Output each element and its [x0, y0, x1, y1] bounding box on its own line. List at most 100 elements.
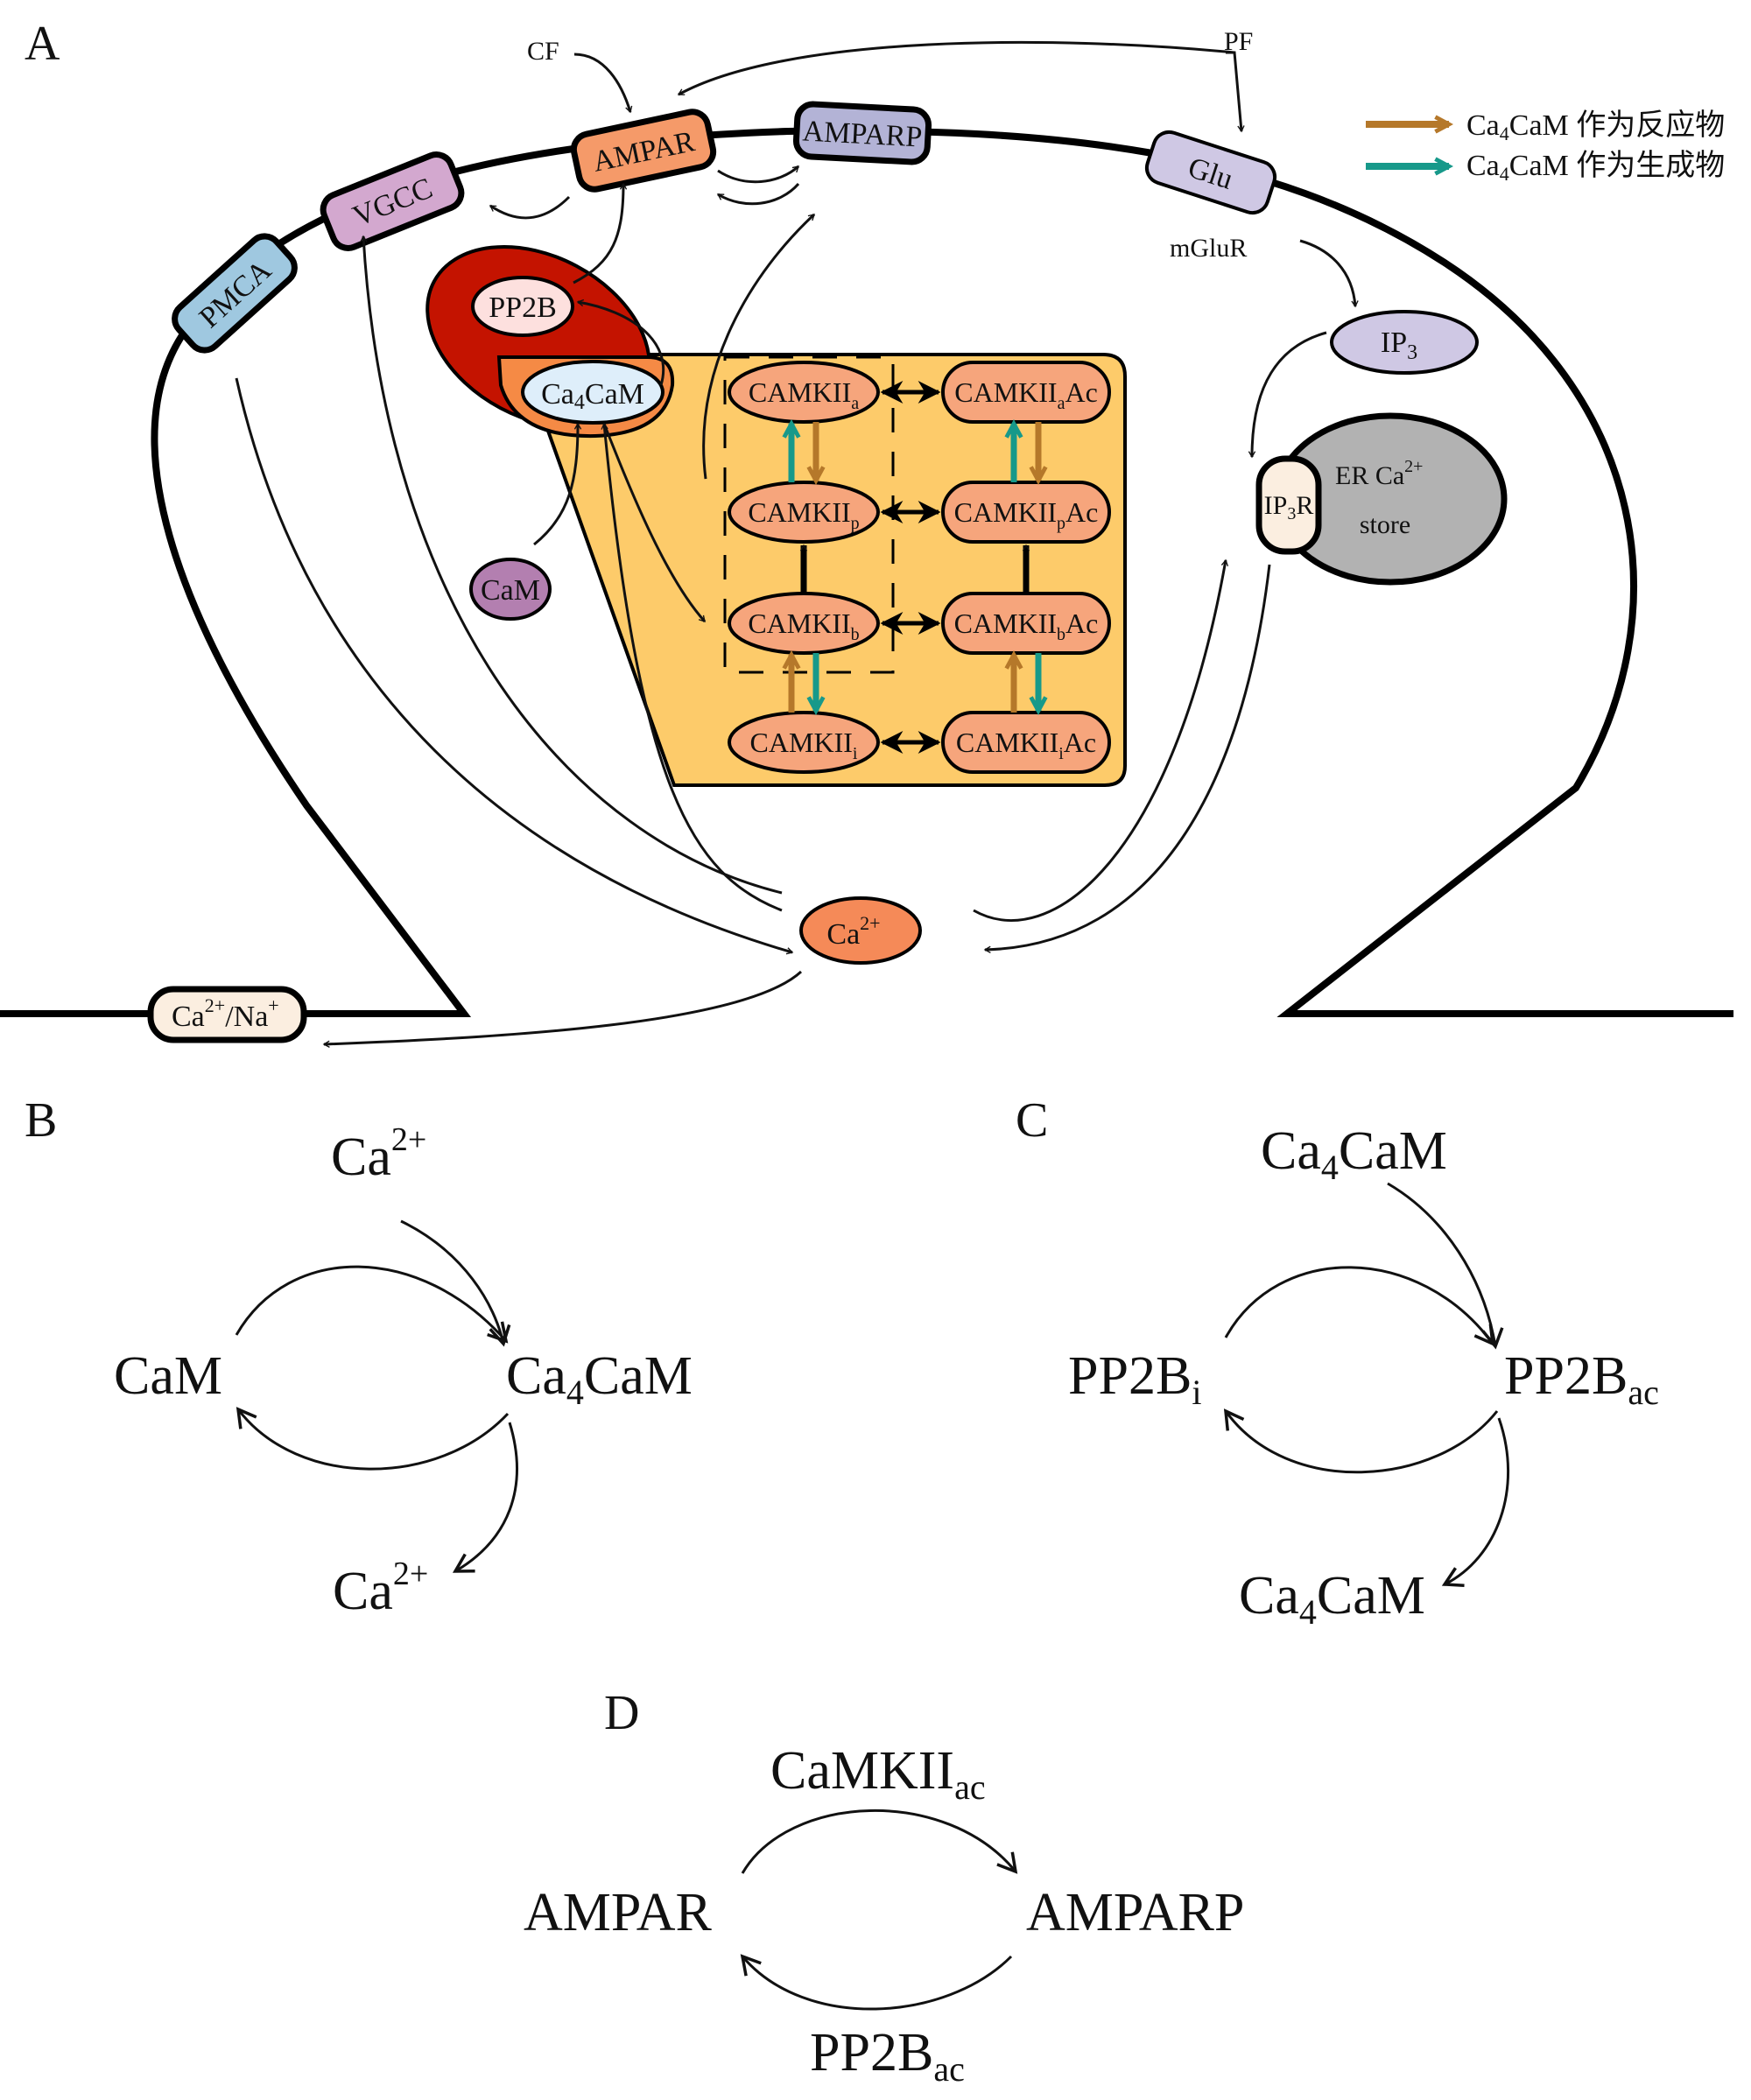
- c-right-pp2bac: PP2Bac: [1504, 1346, 1659, 1412]
- panel-label-b: B: [25, 1093, 57, 1148]
- cf-label: CF: [527, 37, 559, 66]
- c-left-pp2bi: PP2Bi: [1068, 1346, 1201, 1412]
- camkii-region: [518, 353, 1127, 787]
- cf-to-ampar-arrow: [573, 53, 633, 114]
- camkii-node-b[interactable]: CAMKIIb: [728, 592, 880, 655]
- pf-to-glu-arrow: [1226, 51, 1245, 133]
- b-ca4cam-to-cam-arrow: [236, 1407, 510, 1471]
- legend-item-reactant: Ca4CaM 作为反应物: [1366, 109, 1725, 144]
- er-store[interactable]: ER Ca2+ store: [1273, 412, 1508, 586]
- legend-product-text: CaM 作为生成物: [1509, 149, 1726, 182]
- ip3-to-ip3r-arrow: [1248, 331, 1327, 459]
- cam-to-ca4cam-arrow: [533, 422, 582, 546]
- panel-d-diagram: CaMKIIac AMPAR AMPARP PP2Bac: [524, 1741, 1244, 2089]
- cam-node[interactable]: CaM: [469, 558, 552, 621]
- b-cam-to-ca4cam-arrow: [235, 1265, 509, 1344]
- ca4cam-sub: 4: [574, 391, 585, 414]
- svg-text:Ca2+/Na+: Ca2+/Na+: [172, 994, 279, 1033]
- camkii-ac-node-i[interactable]: CAMKIIiAc: [941, 711, 1111, 774]
- vgcc-channel[interactable]: VGCC: [319, 150, 467, 253]
- ca-to-exchanger-arrow: [322, 970, 803, 1048]
- camkii-node-p[interactable]: CAMKIIp: [728, 481, 880, 544]
- amparp-to-ampar-arrow: [716, 183, 800, 206]
- legend-reactant-sub: 4: [1500, 123, 1509, 144]
- ca4cam-to-camkii-arrow: [602, 423, 707, 623]
- ip3r-rest: R: [1296, 491, 1313, 520]
- panel-label-c: C: [1016, 1093, 1048, 1148]
- exchanger-na: /Na: [225, 1001, 268, 1033]
- c-bottom-sub: 4: [1299, 1592, 1317, 1632]
- camkii-label-i: CAMKIIi: [750, 727, 858, 763]
- mglur-label: mGluR: [1170, 234, 1247, 263]
- pf-to-ampar-arrow: [677, 40, 1235, 96]
- er-line2: store: [1360, 510, 1410, 539]
- amparp-receptor[interactable]: AMPARP: [792, 101, 932, 165]
- ca-base: Ca: [826, 918, 860, 951]
- c-right-sub: ac: [1628, 1373, 1659, 1412]
- camkii-label-p: CAMKIIp: [748, 496, 859, 533]
- b-ca-out-arrow: [452, 1422, 518, 1573]
- exchanger-ca: Ca: [172, 1001, 205, 1033]
- ca-to-ca4cam-arrow: [601, 422, 783, 912]
- ampar-receptor[interactable]: AMPAR: [570, 109, 717, 193]
- c-deactivation-arrow: [1223, 1408, 1499, 1474]
- c-bottom-rest: CaM: [1317, 1566, 1425, 1626]
- er-line1: ER Ca: [1335, 461, 1404, 490]
- b-bottom-ca: Ca2+: [333, 1556, 428, 1621]
- b-left-cam: CaM: [114, 1346, 222, 1406]
- pp2b-node[interactable]: PP2B: [471, 276, 574, 337]
- b-bottom-sup: 2+: [393, 1556, 428, 1592]
- calcium-node[interactable]: Ca2+: [799, 896, 922, 965]
- d-left-ampar: AMPAR: [524, 1883, 712, 1942]
- legend-reactant-text: CaM 作为反应物: [1509, 109, 1726, 142]
- b-right-ca4cam: Ca4CaM: [506, 1346, 693, 1412]
- ampar-to-vgcc-arrow: [489, 195, 571, 220]
- d-top-camkiiac: CaMKIIac: [770, 1741, 986, 1807]
- camkii-node-a[interactable]: CAMKIIa: [728, 361, 880, 424]
- camkii-ac-node-b[interactable]: CAMKIIbAc: [941, 592, 1111, 655]
- pmca-pump[interactable]: PMCA: [168, 230, 301, 357]
- ip3r-sub: 3: [1287, 504, 1296, 523]
- svg-text:Ca4CaM 作为生成物: Ca4CaM 作为生成物: [1466, 149, 1725, 185]
- d-bottom-sub: ac: [933, 2049, 965, 2089]
- pmca-to-ca-arrow: [235, 377, 794, 955]
- panel-a-arrows: [235, 40, 1359, 1048]
- svg-text:IP3R: IP3R: [1264, 491, 1314, 523]
- camkii-label-a: CAMKIIa: [749, 376, 859, 413]
- d-phosphorylation-arrow: [741, 1809, 1018, 1874]
- ca-sup: 2+: [860, 912, 880, 934]
- c-top-sub: 4: [1321, 1148, 1339, 1187]
- camkii-ac-label-p: CAMKIIpAc: [954, 496, 1099, 533]
- svg-text:ER Ca2+: ER Ca2+: [1335, 457, 1423, 490]
- cam-label: CaM: [481, 574, 540, 607]
- svg-text:Ca4CaM: Ca4CaM: [541, 378, 644, 414]
- pp2b-to-ampar-arrow: [573, 182, 628, 284]
- c-top-rest: CaM: [1339, 1121, 1447, 1181]
- ca4cam-node[interactable]: Ca4CaM: [521, 360, 665, 425]
- b-right-sub: 4: [566, 1373, 584, 1412]
- ip3r-base: IP: [1264, 491, 1288, 520]
- ca-to-vgcc-arrow: [360, 235, 783, 895]
- camkii-node-i[interactable]: CAMKIIi: [728, 711, 880, 774]
- d-top-sub: ac: [954, 1767, 986, 1807]
- ca-na-exchanger[interactable]: Ca2+/Na+: [147, 986, 307, 1043]
- ip3-sub: 3: [1407, 341, 1417, 364]
- camkii-ac-node-p[interactable]: CAMKIIpAc: [941, 481, 1111, 544]
- c-ca4cam-out-arrow: [1441, 1417, 1510, 1587]
- legend-product-sub: 4: [1500, 163, 1509, 185]
- svg-text:IP3: IP3: [1381, 327, 1417, 364]
- d-dephosphorylation-arrow: [740, 1954, 1013, 2011]
- c-ca4cam-in-arrow: [1387, 1182, 1504, 1350]
- ca4cam-rest: CaM: [585, 378, 644, 411]
- camkii-ac-node-a[interactable]: CAMKIIaAc: [941, 361, 1111, 424]
- amparp-label: AMPARP: [802, 115, 923, 153]
- glu-receptor[interactable]: Glu: [1143, 128, 1278, 217]
- b-top-ca: Ca2+: [331, 1121, 426, 1187]
- ip3-node[interactable]: IP3: [1330, 310, 1479, 375]
- svg-text:Ca4CaM 作为反应物: Ca4CaM 作为反应物: [1466, 109, 1725, 144]
- panel-label-d: D: [604, 1686, 639, 1740]
- ip3r-channel[interactable]: IP3R: [1255, 455, 1322, 555]
- pp2b-label: PP2B: [489, 291, 557, 324]
- camkii-to-amparp-arrow: [702, 213, 816, 480]
